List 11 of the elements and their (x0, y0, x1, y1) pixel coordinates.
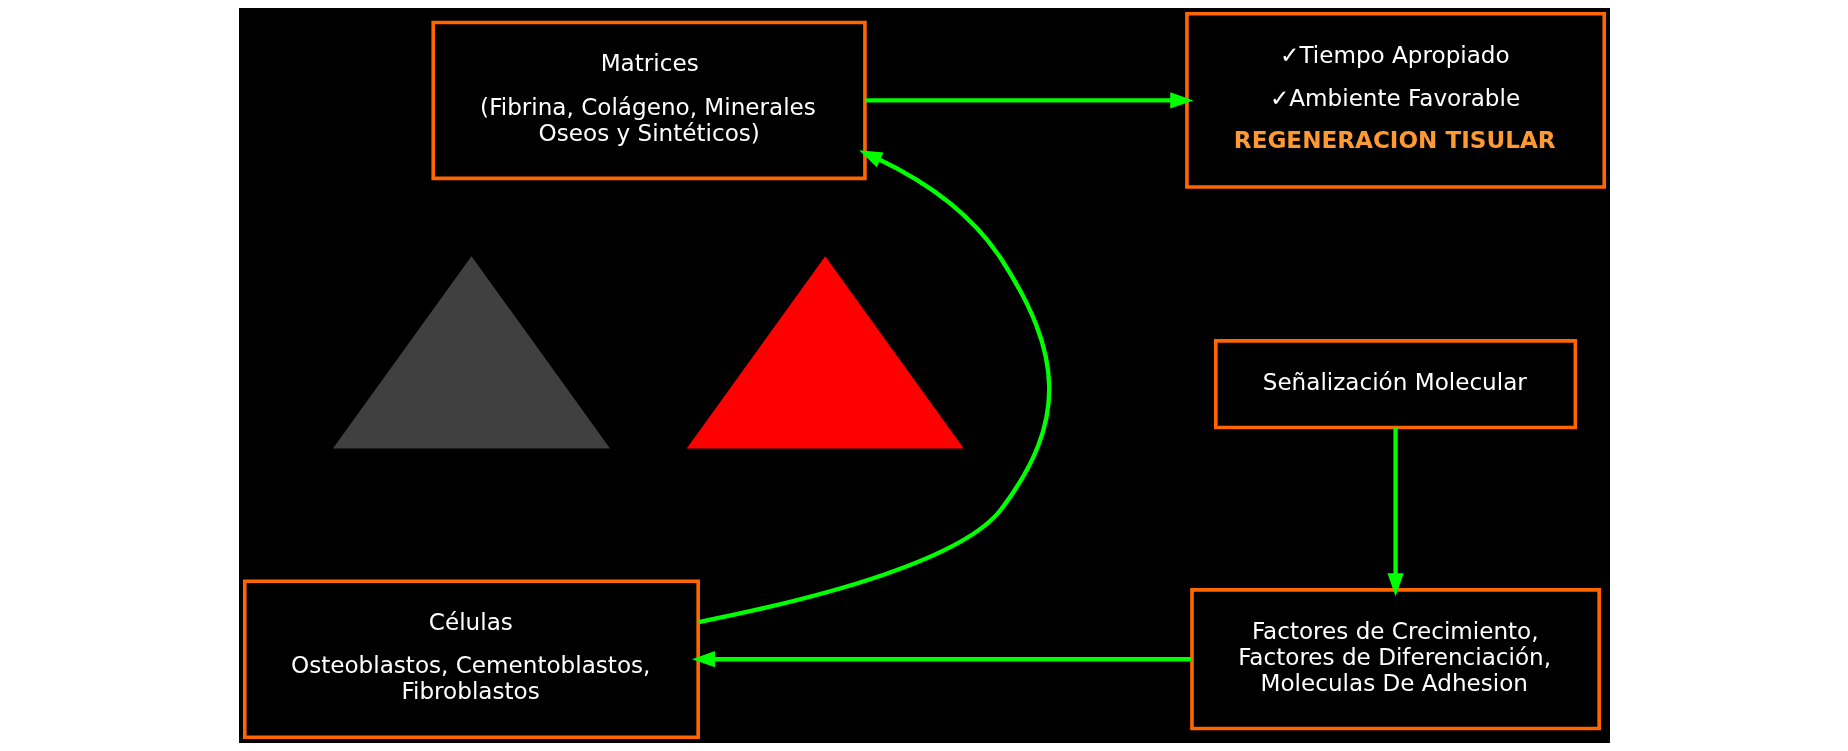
node-box: ✓Tiempo Apropiado ✓Ambiente Favorable REGENERACION TISULAR (1184, 12, 1606, 189)
node-box: Factores de Crecimiento, Factores de Diferenciación, Moleculas De Adhesion (1189, 588, 1601, 731)
node-box: Matrices (Fibrina, Colágeno, Minerales Oseos y Sintéticos) (430, 20, 867, 181)
node-triangle (686, 256, 964, 449)
arrow (697, 150, 1051, 625)
node-box: Células Osteoblastos, Cementoblastos, Fibroblastos (242, 579, 700, 739)
arrow (1386, 427, 1404, 597)
node-triangle (332, 256, 610, 449)
arrow (864, 92, 1193, 109)
arrow (691, 651, 1191, 668)
node-box: Señalización Molecular (1213, 339, 1577, 430)
